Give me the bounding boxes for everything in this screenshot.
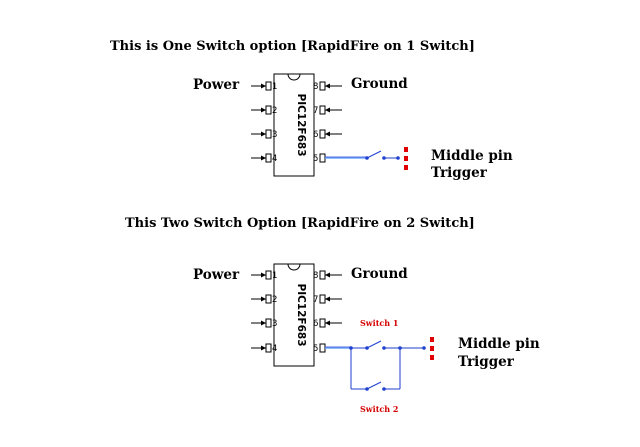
diagram1-trigger-mark bbox=[404, 165, 408, 170]
diagram2-ground-label: Ground bbox=[351, 266, 408, 282]
diagram2-trigger-mark bbox=[430, 337, 434, 342]
diagram2-switch1-label: Switch 1 bbox=[360, 318, 398, 328]
diagram2-chip-label: PIC12F683 bbox=[295, 283, 307, 346]
diagram2-pin-number: 6 bbox=[313, 319, 318, 329]
diagram1-right-pins: 8 7 6 5 bbox=[313, 81, 342, 164]
diagram-one-switch: This is One Switch option [RapidFire on … bbox=[110, 39, 513, 181]
diagram1-switch-circuit bbox=[325, 147, 408, 170]
diagram1-pin-number: 6 bbox=[313, 130, 318, 140]
diagram2-pin-number: 3 bbox=[272, 319, 277, 329]
diagram1-pin-3: 3 bbox=[251, 129, 277, 140]
diagram1-pin-4: 4 bbox=[251, 153, 277, 164]
diagram-two-switch: This Two Switch Option [RapidFire on 2 S… bbox=[125, 216, 540, 414]
diagram2-pin-number: 1 bbox=[272, 271, 277, 281]
diagram2-pin-number: 5 bbox=[313, 344, 318, 354]
diagram2-middle-pin-label: Middle pin bbox=[458, 336, 540, 352]
diagram1-chip-body bbox=[273, 73, 315, 177]
diagram1-title: This is One Switch option [RapidFire on … bbox=[110, 39, 475, 54]
diagram1-trigger-contact bbox=[396, 156, 400, 160]
diagram1-pin-2: 2 bbox=[251, 105, 277, 116]
diagram2-left-pins: 1 2 3 4 bbox=[251, 270, 277, 354]
diagram1-switch-lever bbox=[366, 150, 382, 159]
diagram2-pin-number: 4 bbox=[272, 344, 277, 354]
diagram2-power-label: Power bbox=[193, 267, 240, 283]
diagram1-pin-1: 1 bbox=[251, 81, 277, 92]
diagram1-pin-5: 5 bbox=[313, 153, 326, 164]
diagram1-pin-8: 8 bbox=[313, 81, 342, 92]
diagram2-trigger-mark bbox=[430, 355, 434, 360]
diagram1-pin-number: 7 bbox=[313, 106, 318, 116]
diagram2-pin-2: 2 bbox=[251, 294, 277, 305]
diagram1-pin-number: 5 bbox=[313, 154, 318, 164]
diagram2-chip-body bbox=[273, 263, 315, 367]
diagram2-chip-notch bbox=[287, 263, 301, 271]
diagram1-trigger-label: Trigger bbox=[431, 165, 488, 181]
diagram2-pin-number: 7 bbox=[313, 295, 318, 305]
diagram1-chip-label: PIC12F683 bbox=[295, 93, 307, 156]
diagram2-pin-7: 7 bbox=[313, 294, 342, 305]
diagram2-trigger-contact bbox=[422, 346, 426, 350]
diagram1-chip-notch bbox=[287, 73, 301, 81]
diagram2-right-pins: 8 7 6 5 bbox=[313, 270, 342, 354]
diagram1-trigger-mark bbox=[404, 147, 408, 152]
diagram1-pin-7: 7 bbox=[313, 105, 342, 116]
diagram2-pin-number: 2 bbox=[272, 295, 277, 305]
diagram2-switch2-lever bbox=[366, 381, 382, 390]
diagram2-pin-1: 1 bbox=[251, 270, 277, 281]
diagram2-switch1-lever bbox=[366, 340, 382, 349]
diagram2-pin-number: 8 bbox=[313, 271, 318, 281]
diagram1-pin-6: 6 bbox=[313, 129, 342, 140]
diagram2-trigger-mark bbox=[430, 346, 434, 351]
diagram2-pin-8: 8 bbox=[313, 270, 342, 281]
diagram1-pin-number: 8 bbox=[313, 82, 318, 92]
diagram2-pin-5: 5 bbox=[313, 343, 326, 354]
diagram2-pin-6: 6 bbox=[313, 318, 342, 329]
diagram1-pin-number: 1 bbox=[272, 82, 277, 92]
diagram1-pin-number: 3 bbox=[272, 130, 277, 140]
diagram1-left-pins: 1 2 3 4 bbox=[251, 81, 277, 164]
diagram2-title: This Two Switch Option [RapidFire on 2 S… bbox=[125, 216, 475, 231]
diagram2-pin-4: 4 bbox=[251, 343, 277, 354]
diagram2-pin-3: 3 bbox=[251, 318, 277, 329]
diagram1-pin-number: 4 bbox=[272, 154, 277, 164]
diagram2-switch2-label: Switch 2 bbox=[360, 404, 398, 414]
diagram2-switch-circuit bbox=[325, 337, 434, 391]
diagram1-trigger-mark bbox=[404, 156, 408, 161]
diagram1-power-label: Power bbox=[193, 77, 240, 93]
diagram1-pin-number: 2 bbox=[272, 106, 277, 116]
diagram1-middle-pin-label: Middle pin bbox=[431, 148, 513, 164]
diagram1-ground-label: Ground bbox=[351, 76, 408, 92]
diagram2-trigger-label: Trigger bbox=[458, 354, 515, 370]
